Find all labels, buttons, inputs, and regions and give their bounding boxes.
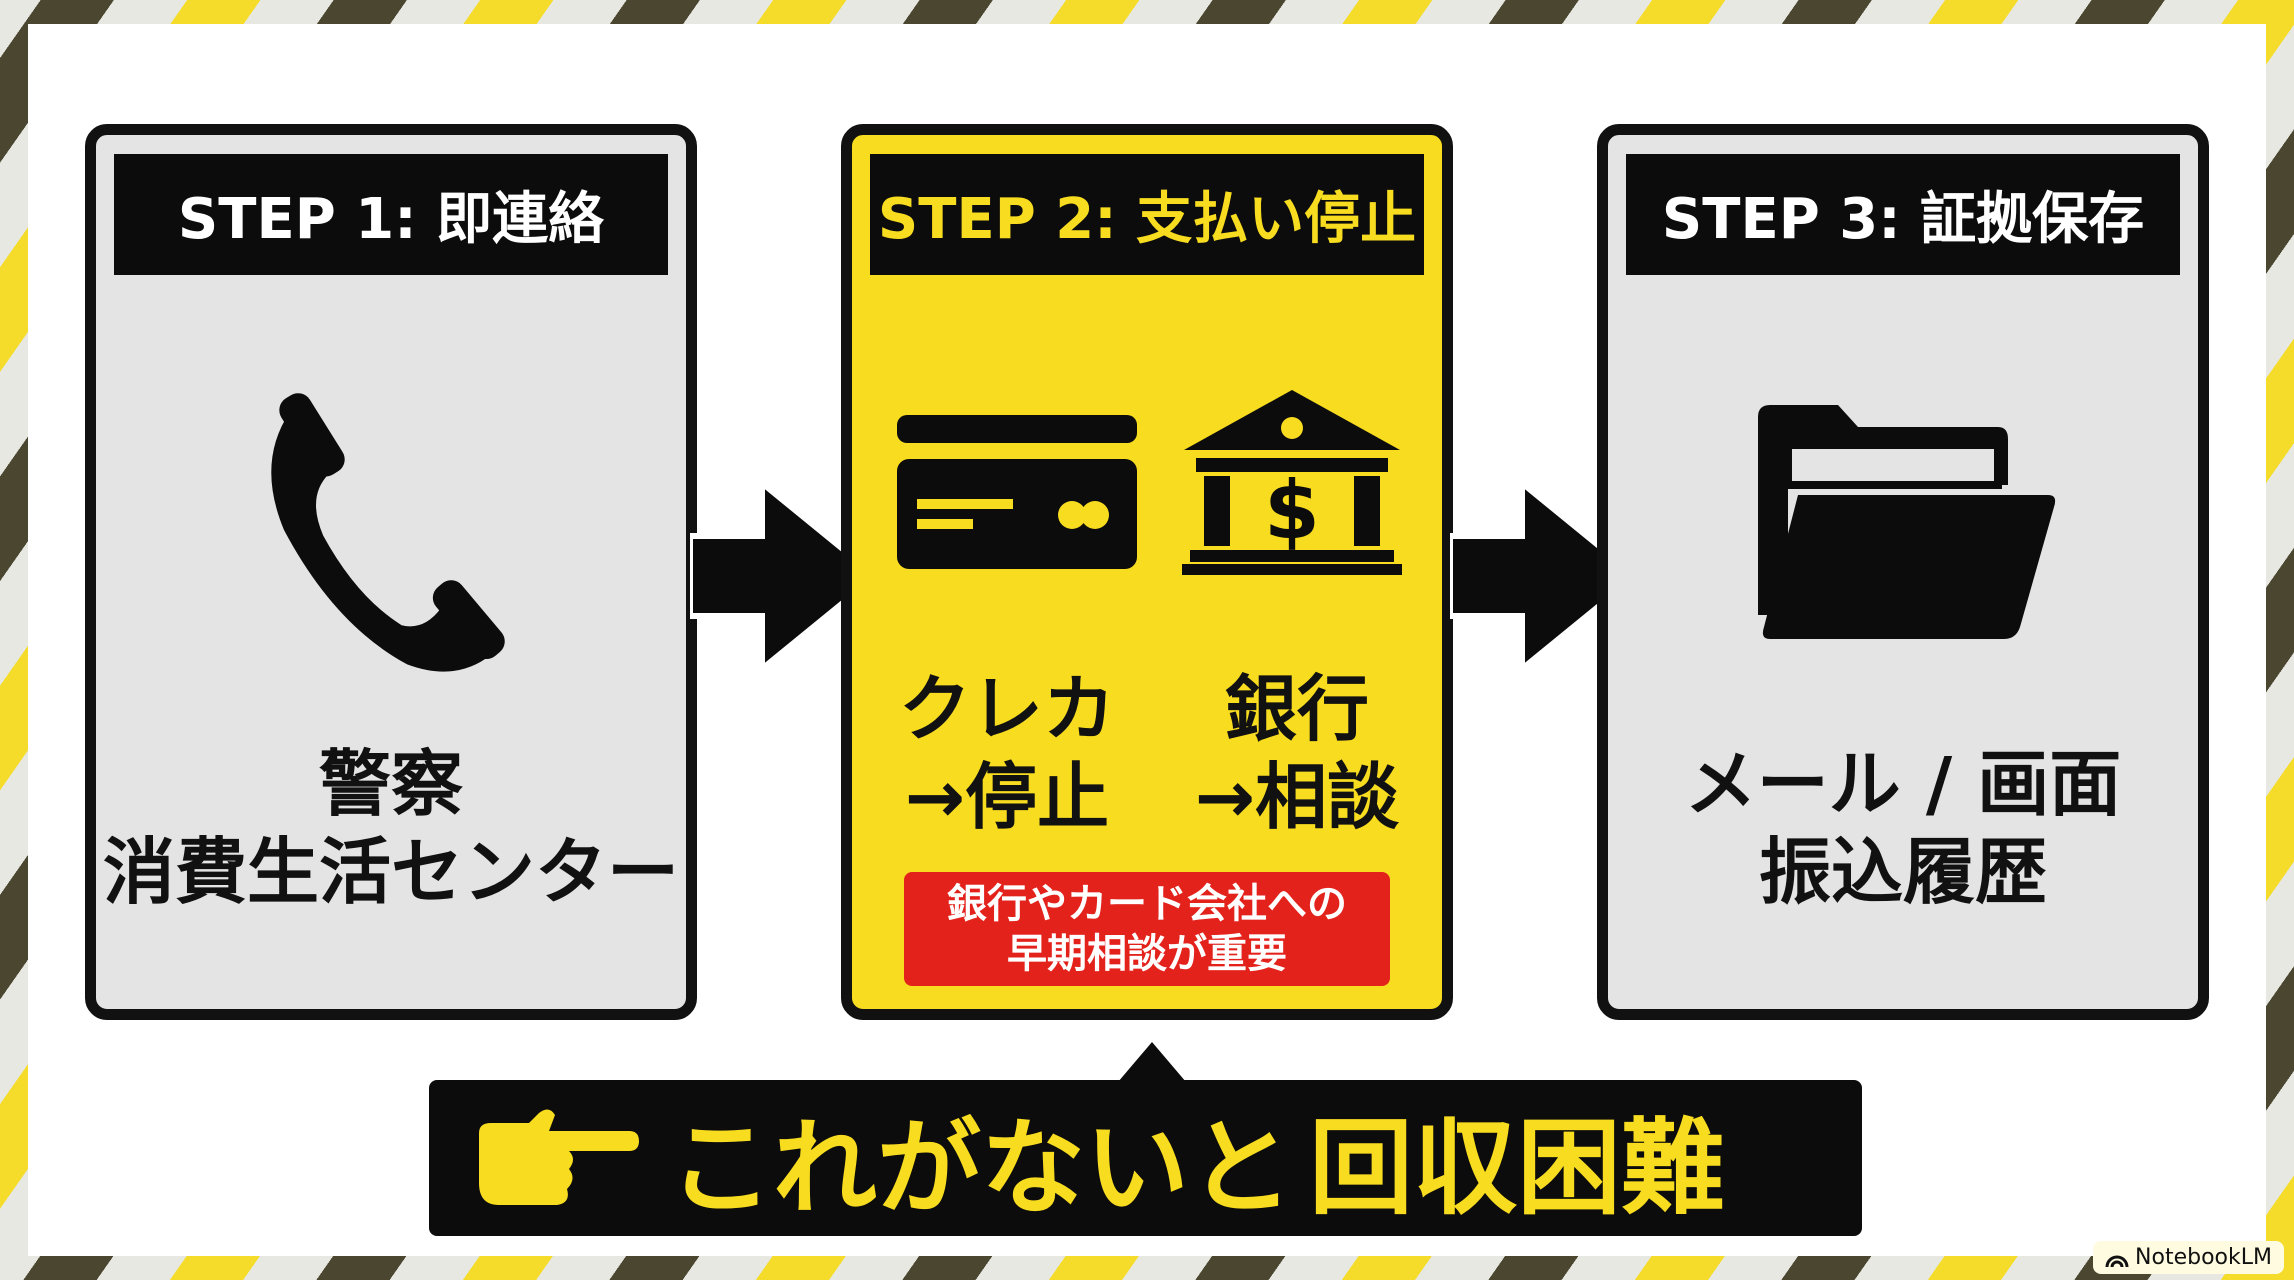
step-1-title: STEP 1: 即連絡 xyxy=(114,154,668,275)
text-line: メール / 画面 xyxy=(1684,742,2122,826)
note-line: 早期相談が重要 xyxy=(1007,931,1287,977)
notebooklm-logo-icon xyxy=(2105,1255,2129,1267)
step-1-text: 警察 消費生活センター xyxy=(96,740,686,916)
arrow-right-icon xyxy=(1450,483,1640,669)
step-3-text: メール / 画面 振込履歴 xyxy=(1608,740,2198,916)
pointing-hand-icon xyxy=(479,1109,639,1205)
credit-card-text: クレカ →停止 xyxy=(872,665,1142,841)
watermark-text: NotebookLM xyxy=(2135,1245,2272,1270)
text-line: 警察 xyxy=(318,742,463,826)
step-3-panel: STEP 3: 証拠保存 メール / 画面 振込履歴 xyxy=(1597,124,2209,1020)
warning-banner: これがないと 回収困難 xyxy=(429,1080,1862,1236)
arrow-right-icon xyxy=(690,483,880,669)
credit-card-icon xyxy=(897,415,1137,569)
step-1-panel: STEP 1: 即連絡 警察 消費生活センター xyxy=(85,124,697,1020)
notebooklm-watermark: NotebookLM xyxy=(2093,1241,2284,1274)
step-2-title: STEP 2: 支払い停止 xyxy=(870,154,1424,275)
step-3-title: STEP 3: 証拠保存 xyxy=(1626,154,2180,275)
phone-icon xyxy=(271,393,505,672)
bank-icon: $ xyxy=(1182,390,1402,575)
text-line: →相談 xyxy=(1194,755,1400,839)
text-line: 振込履歴 xyxy=(1758,830,2047,914)
folder-icon xyxy=(1758,405,2056,639)
text-line: 銀行 xyxy=(1224,667,1369,751)
step-2-panel: STEP 2: 支払い停止 $ クレカ →停止 銀行 →相談 銀行やカード会社へ… xyxy=(841,124,1453,1020)
note-line: 銀行やカード会社への xyxy=(947,881,1347,927)
banner-pointer xyxy=(1118,1042,1186,1082)
text-line: クレカ xyxy=(898,667,1115,751)
svg-text:$: $ xyxy=(1264,464,1320,557)
text-line: 消費生活センター xyxy=(102,830,679,914)
banner-text-a: これがないと xyxy=(669,1106,1294,1229)
bank-text: 銀行 →相談 xyxy=(1162,665,1432,841)
banner-text-b: 回収困難 xyxy=(1309,1106,1726,1229)
note-box: 銀行やカード会社への 早期相談が重要 xyxy=(904,872,1390,986)
text-line: →停止 xyxy=(904,755,1110,839)
